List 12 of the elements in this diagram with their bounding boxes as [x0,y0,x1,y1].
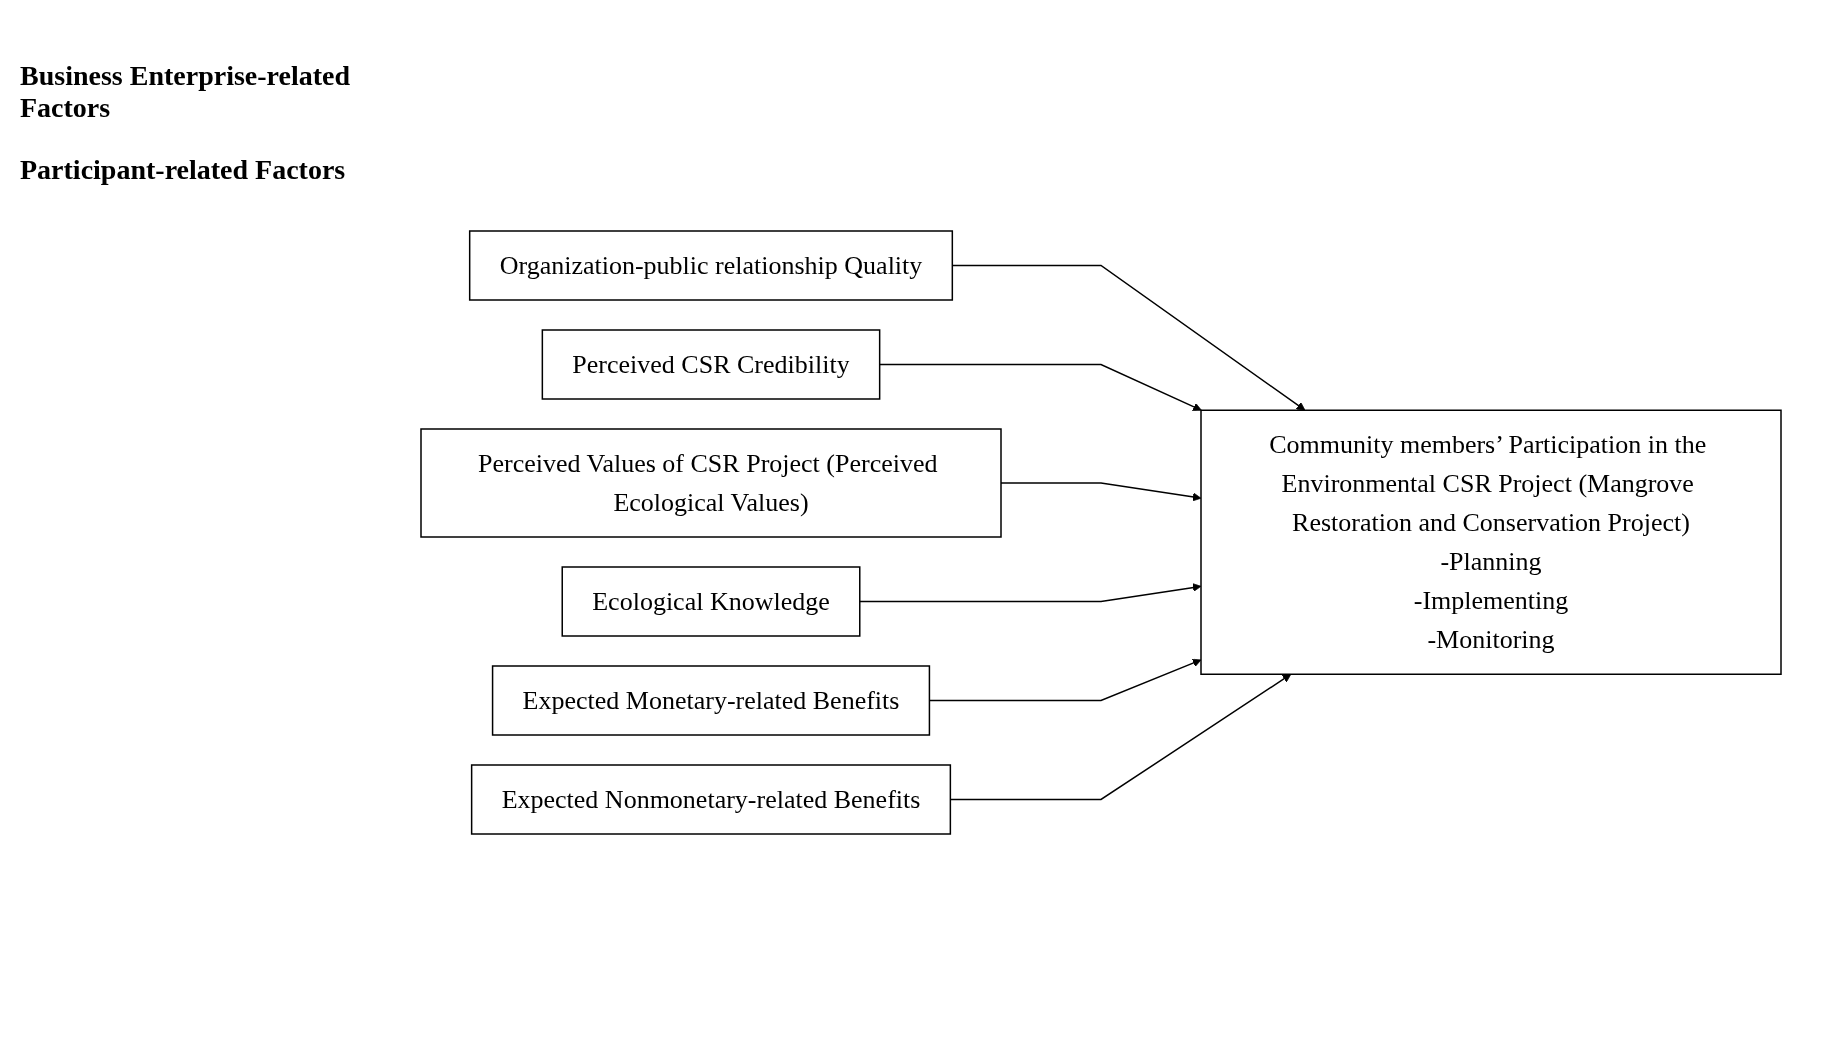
node-box: Organization-public relationship Quality [468,229,953,301]
node-box: Ecological Knowledge [561,565,860,637]
node-box: Expected Nonmonetary-related Benefits [470,763,951,835]
arrow [949,673,1291,800]
group-heading: Participant-related Factors [20,154,347,186]
arrow [928,658,1201,701]
node-box: Community members’ Participation in the Environmental CSR Project (Mangrove Restoration and Conservation Project) -Planning -Implementing -Monitoring [1199,409,1782,675]
arrow [951,264,1305,411]
node-box: Perceived CSR Credibility [541,328,880,400]
node-box: Expected Monetary-related Benefits [491,664,930,736]
group-heading: Business Enterprise-related Factors [20,60,352,124]
node-box: Perceived Values of CSR Project (Perceived Ecological Values) [419,427,1002,538]
